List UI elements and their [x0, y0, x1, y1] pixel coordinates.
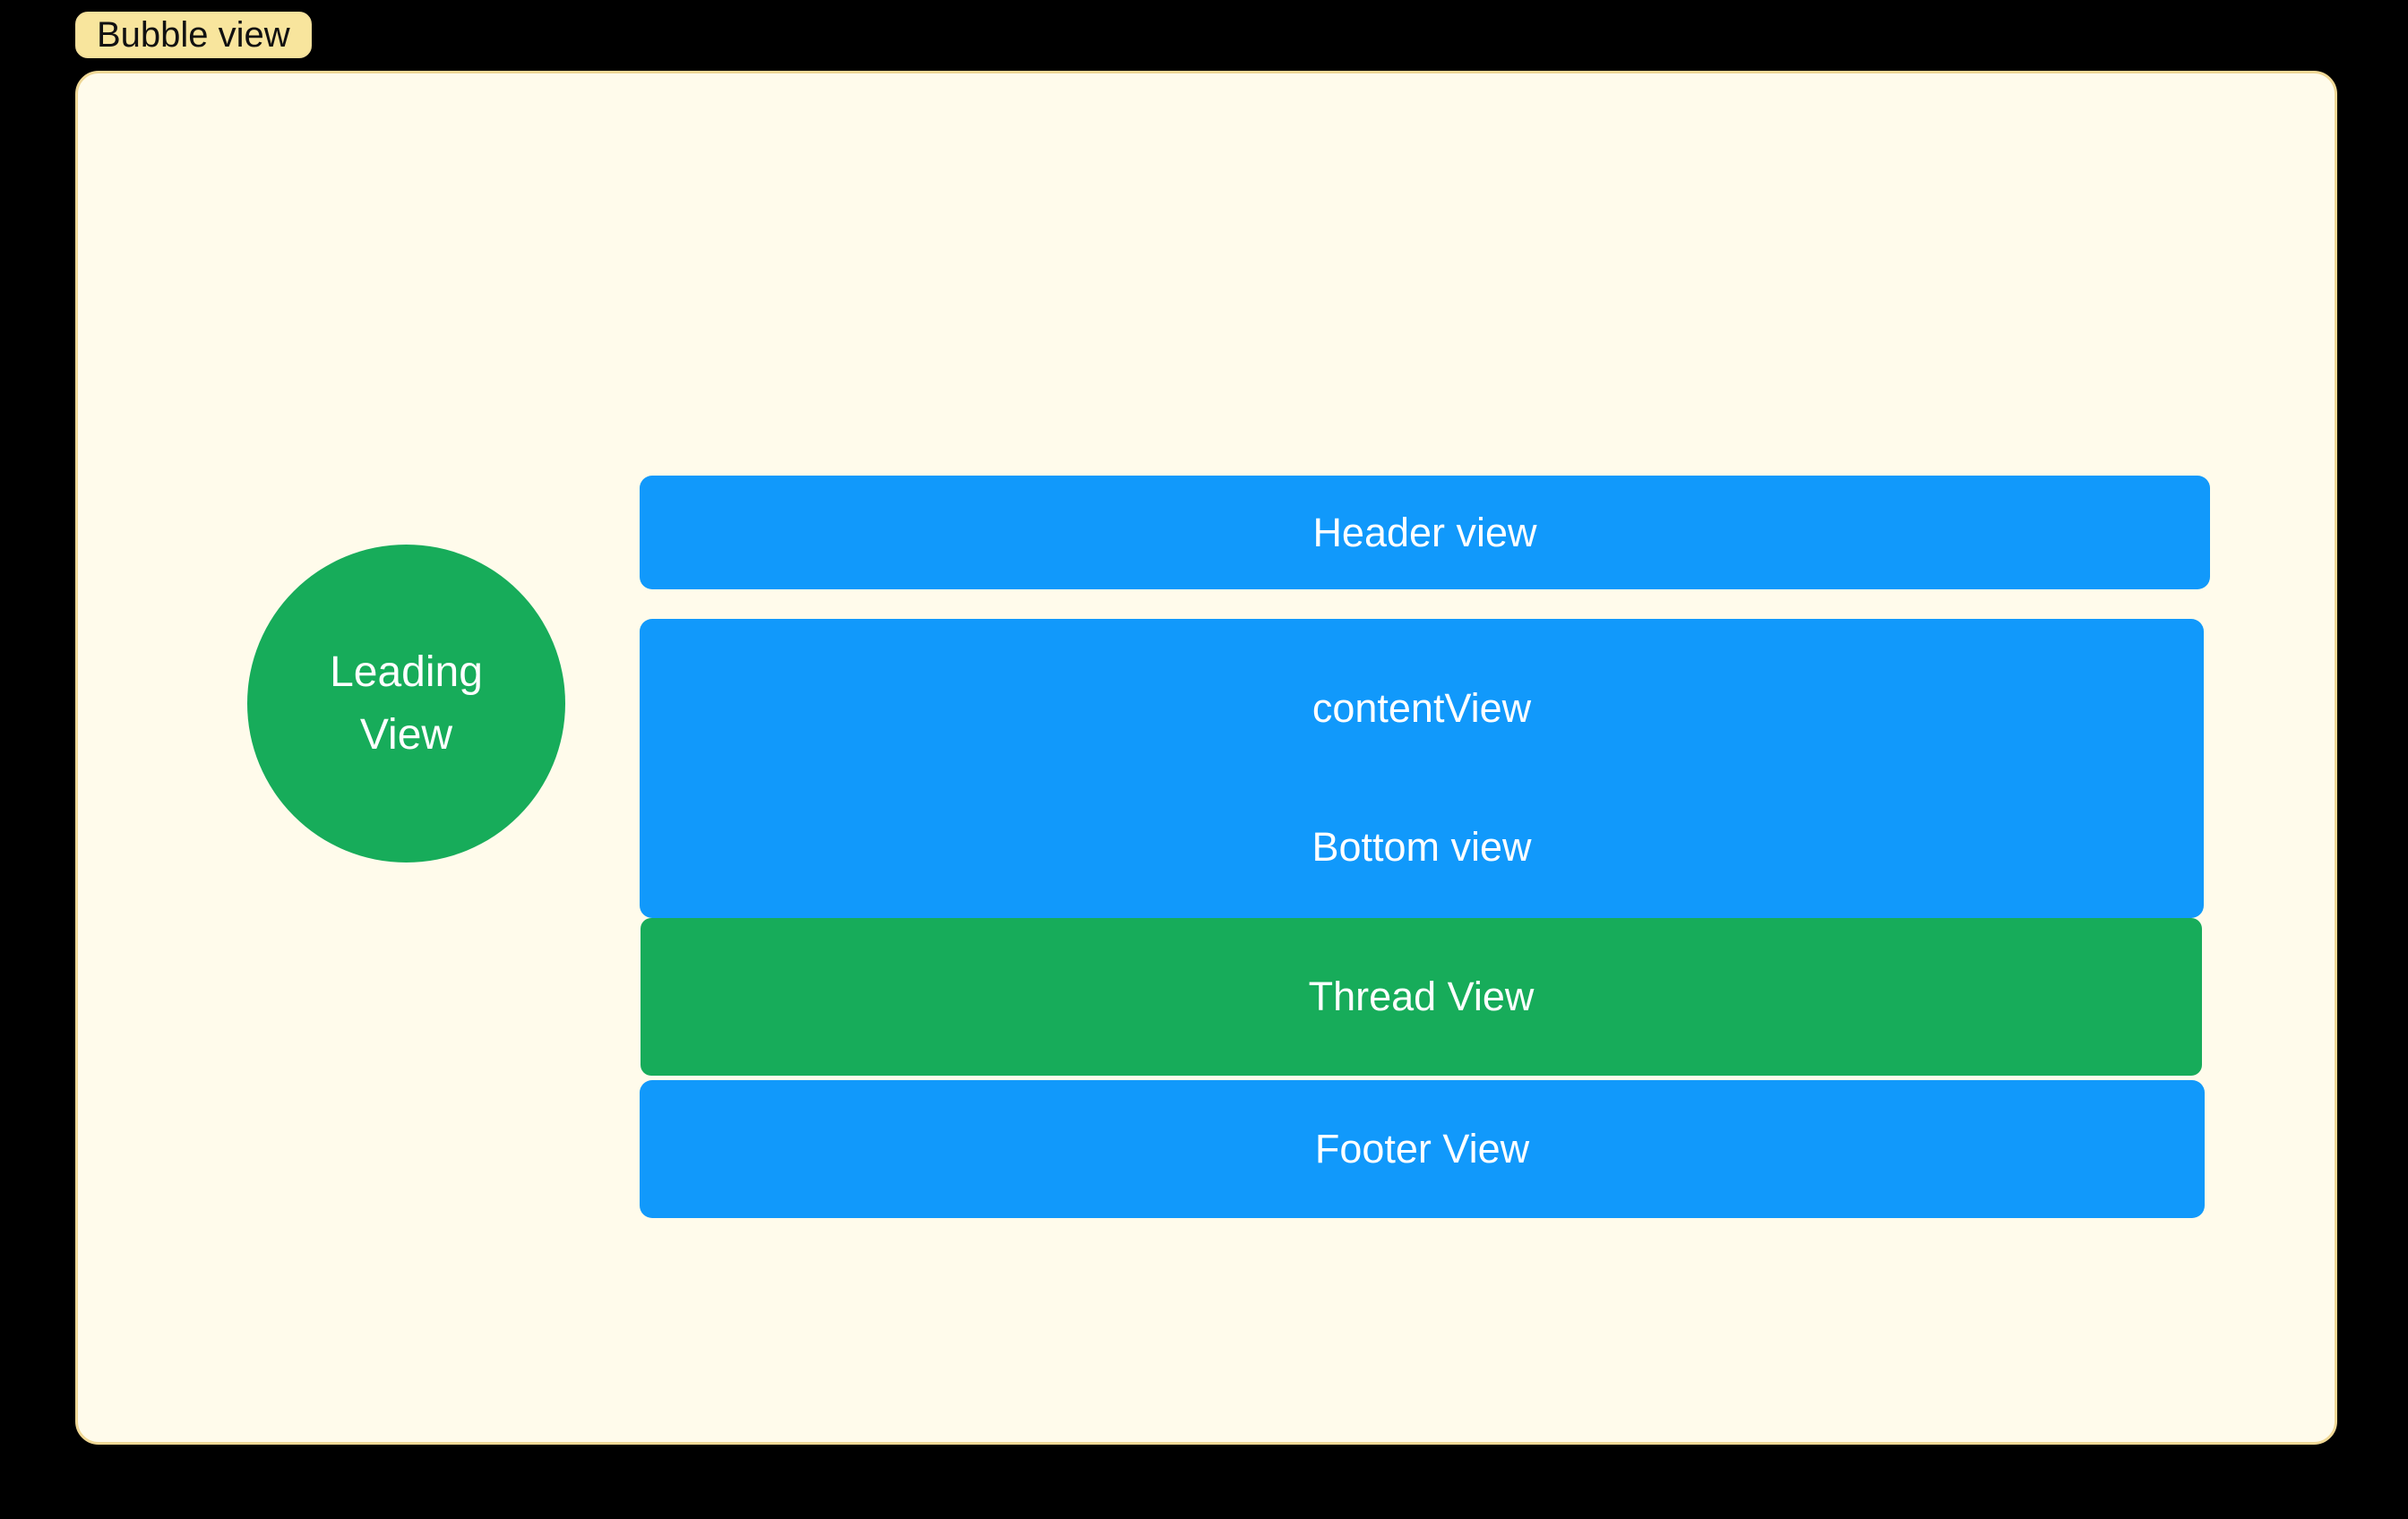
leading-view: Leading View: [247, 545, 565, 862]
footer-view: Footer View: [640, 1080, 2205, 1218]
content-view-label: contentView: [1312, 685, 1532, 731]
header-view-label: Header view: [1312, 509, 1537, 555]
thread-view-label: Thread View: [1308, 974, 1535, 1019]
leading-view-label-line2: View: [359, 710, 453, 759]
header-view: Header view: [640, 476, 2210, 589]
content-view: contentView Bottom view: [640, 619, 2204, 918]
bubble-view-tag: Bubble view: [75, 12, 312, 58]
bottom-view-label: Bottom view: [1312, 824, 1532, 870]
leading-view-label-line1: Leading: [330, 648, 483, 696]
thread-view: Thread View: [641, 918, 2202, 1076]
bubble-view-canvas: Leading View Header view contentView Bot…: [75, 71, 2337, 1445]
footer-view-label: Footer View: [1314, 1126, 1530, 1171]
bubble-view-tag-label: Bubble view: [97, 14, 290, 55]
